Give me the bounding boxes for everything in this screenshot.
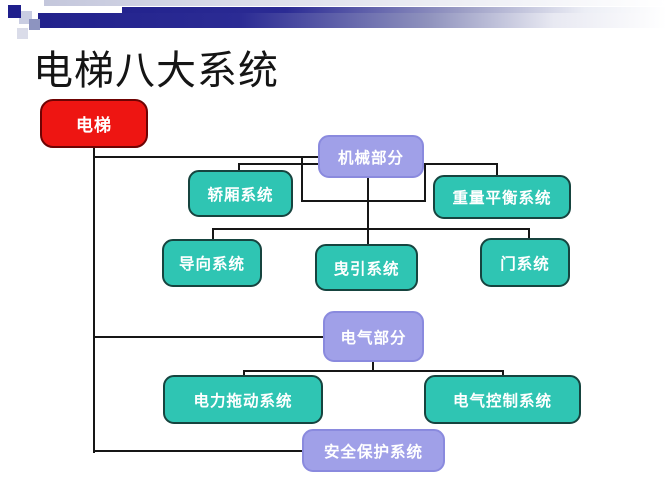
connector-mech-car-v [238,163,240,172]
connector-row3-h [243,370,504,372]
node-elevator: 电梯 [40,99,148,148]
node-safety-protection-system: 安全保护系统 [302,429,445,472]
connector-to-electrical [93,336,325,338]
connector-door-v [528,228,530,240]
deco-square-mid [29,19,40,30]
header-bar-step [122,7,667,13]
deco-square-navy [8,5,21,18]
node-weight-balance-system: 重量平衡系统 [433,175,571,219]
connector-powerdrive-v [243,370,245,378]
deco-square-light2 [17,28,28,39]
node-car-system: 轿厢系统 [188,170,293,217]
node-door-system: 门系统 [480,238,570,287]
connector-traction-v [367,228,369,246]
node-electrical: 电气部分 [323,311,424,362]
connector-bus-h [301,200,426,202]
connector-bus-right-v [424,163,426,202]
header-bar-top-strip [44,0,667,6]
node-electric-control-system: 电气控制系统 [424,375,581,424]
connector-guide-v [212,228,214,241]
connector-trunk-vertical [93,147,95,453]
node-guide-system: 导向系统 [162,239,262,287]
connector-to-mechanical [93,156,320,158]
deco-square-light [19,11,32,24]
connector-row2-h [212,228,530,230]
connector-mech-weight-h [422,163,498,165]
connector-mech-center-v [367,177,369,230]
node-power-drive-system: 电力拖动系统 [163,375,323,424]
connector-mech-car-h [238,163,322,165]
node-traction-system: 曳引系统 [315,244,418,291]
connector-electrical-center-v [372,361,374,372]
header-bar-gradient [38,13,667,28]
slide-title: 电梯八大系统 [33,48,279,94]
connector-control-v [502,370,504,378]
connector-mech-weight-v [496,163,498,177]
connector-bus-left-v [301,156,303,202]
node-mechanical: 机械部分 [318,135,424,178]
connector-to-safety [93,450,304,452]
